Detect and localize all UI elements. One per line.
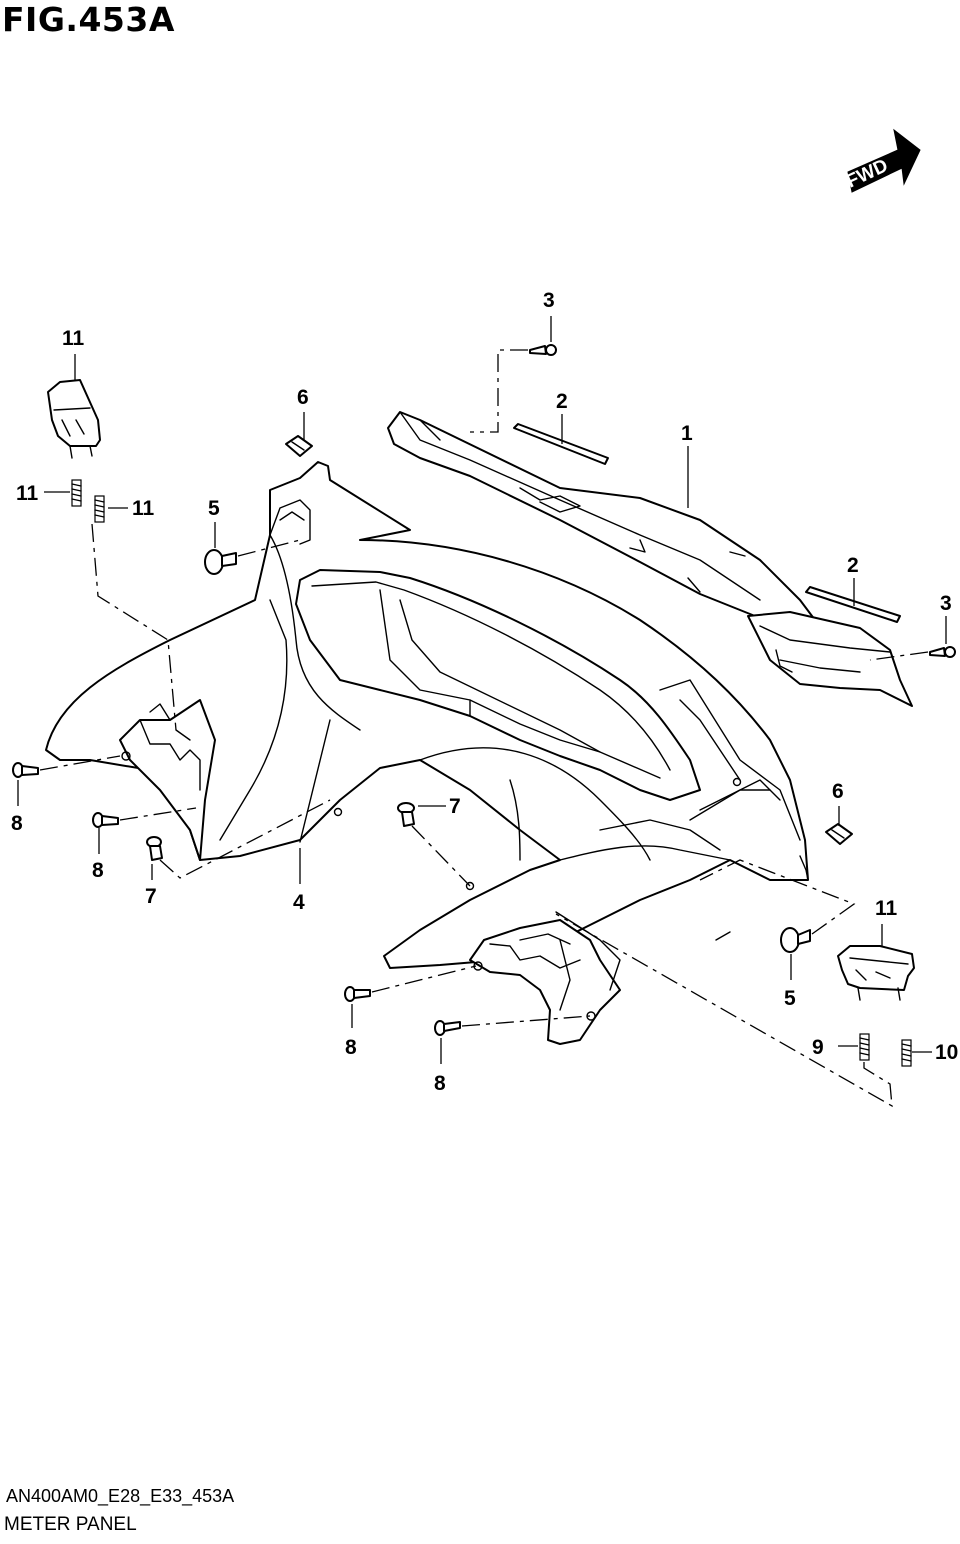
part-11-spring-d <box>901 1039 912 1067</box>
callout-4: 4 <box>293 891 305 914</box>
callout-8-c: 8 <box>345 1036 357 1059</box>
part-11-spring-a <box>71 479 82 507</box>
callout-11-d: 10 <box>935 1041 958 1064</box>
fwd-arrow-icon: FWD <box>843 128 921 193</box>
callout-7-center: 7 <box>449 795 461 818</box>
callout-7-left: 7 <box>145 885 157 908</box>
callout-3-right: 3 <box>940 592 952 615</box>
part-4-meter-panel-body <box>45 461 809 1045</box>
callout-5-left: 5 <box>208 497 220 520</box>
assembly-lines <box>39 349 929 1108</box>
part-2-seal-upper <box>513 423 609 465</box>
part-1-meter-panel-upper <box>387 411 913 707</box>
part-11-spring-c <box>859 1033 870 1061</box>
callout-2-right: 2 <box>847 554 859 577</box>
part-6-clip-nut-top <box>285 435 313 457</box>
callout-8-d: 8 <box>434 1072 446 1095</box>
callout-2-top: 2 <box>556 390 568 413</box>
callout-3-top: 3 <box>543 289 555 312</box>
part-10-cover-cap <box>47 379 101 459</box>
part-7-clip-left <box>146 836 163 861</box>
part-5-screw-right <box>780 927 811 953</box>
leader-lines <box>17 316 947 1064</box>
callout-10: 11 <box>62 327 85 350</box>
callout-6-top: 6 <box>297 386 309 409</box>
model-code: AN400AM0_E28_E33_453A <box>6 1486 235 1506</box>
part-8-screw-d <box>434 1020 461 1036</box>
callout-11-c: 9 <box>812 1036 824 1059</box>
figure-caption: METER PANEL <box>4 1514 137 1535</box>
part-8-screw-a <box>12 762 39 778</box>
callout-6-right: 6 <box>832 780 844 803</box>
part-3-screw-right <box>929 646 956 658</box>
figure-title: FIG.453A <box>2 0 175 39</box>
callout-8-a: 8 <box>11 812 23 835</box>
part-11-spring-b <box>94 495 105 523</box>
part-8-screw-c <box>344 986 371 1002</box>
callout-11-a: 11 <box>16 482 39 505</box>
callout-5-right: 5 <box>784 987 796 1010</box>
callout-11-b: 11 <box>132 497 155 520</box>
callout-8-b: 8 <box>92 859 104 882</box>
part-8-screw-b <box>92 812 119 828</box>
callout-1: 1 <box>681 422 693 445</box>
part-5-screw-left <box>204 549 237 575</box>
callout-9: 11 <box>875 897 898 920</box>
part-9-cover-cap <box>837 945 915 1001</box>
part-7-clip-center <box>397 802 415 827</box>
part-2-seal-lower <box>805 586 901 623</box>
part-6-clip-nut-right <box>825 823 853 845</box>
fwd-label: FWD <box>843 155 891 192</box>
callout-labels: 3 2 1 2 3 6 5 11 11 11 8 8 7 7 4 6 11 5 … <box>11 289 958 1095</box>
part-3-screw-top <box>529 344 557 356</box>
